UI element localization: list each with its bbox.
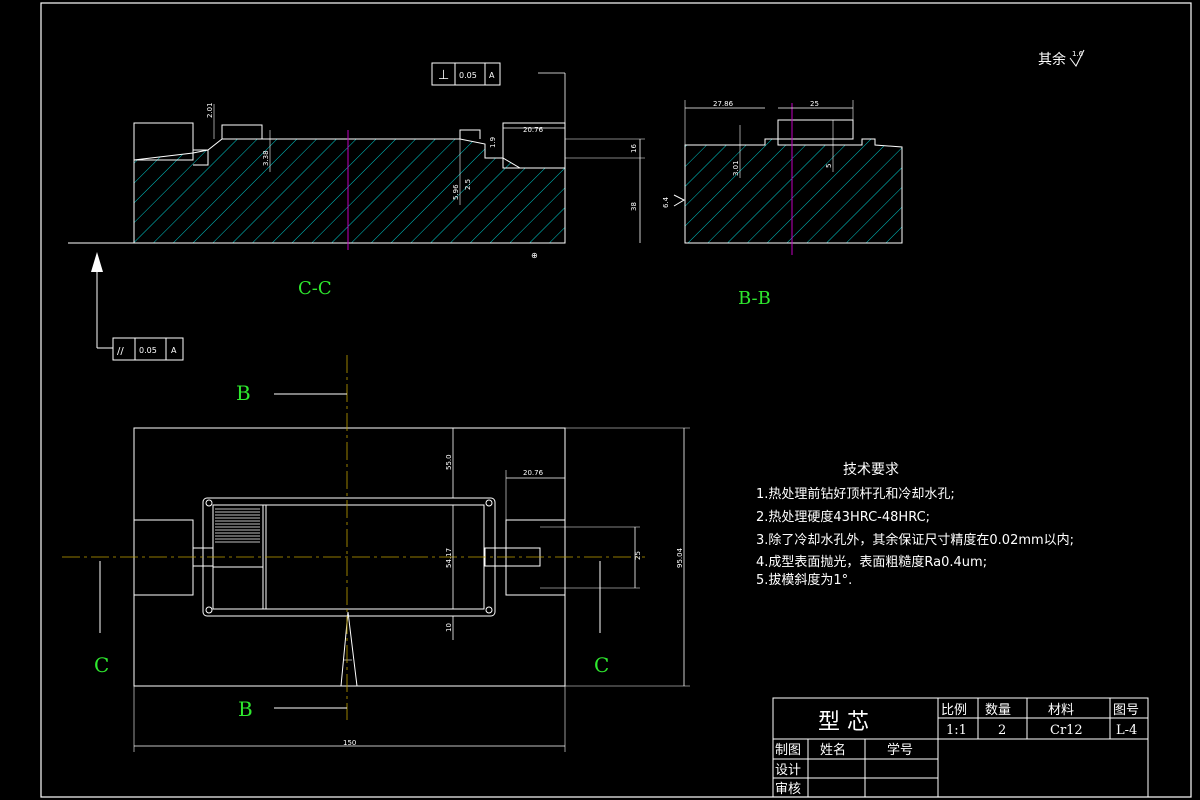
bb-side-roughness: 6.4 (662, 196, 670, 208)
cc-dim-d7: 2.5 (464, 179, 472, 190)
tb-v-scale: 1:1 (946, 723, 967, 738)
plan-dim-d7: 150 (343, 739, 356, 747)
side-roughness-icon (673, 194, 686, 207)
cc-section-body (133, 138, 566, 244)
cc-right-block (502, 122, 566, 169)
tb-h-qty: 数量 (985, 703, 1011, 718)
roughness-note-text: 其余 (1038, 51, 1066, 68)
label-c-right: C (594, 653, 609, 677)
tb-r-design: 设计 (775, 763, 801, 778)
plan-dim-d1: 55.0 (445, 454, 453, 470)
parallel-symbol: // (117, 346, 124, 357)
cc-dim-d2: 20.76 (523, 126, 544, 134)
section-bb: 27.86 25 3.01 5 6.4 (662, 100, 903, 255)
tech-title: 技术要求 (843, 462, 899, 478)
cc-datum-mark: ⊕ (531, 251, 538, 260)
perp-value: 0.05 (459, 71, 477, 80)
label-c-left: C (94, 653, 109, 677)
label-section-cc: C-C (298, 278, 332, 299)
tb-v-qty: 2 (998, 723, 1006, 738)
parallel-value: 0.05 (139, 346, 157, 355)
roughness-note: 其余 1.6 (1038, 49, 1085, 68)
cc-dim-d5: 3.38 (262, 150, 270, 166)
plan-right-block (505, 519, 566, 596)
plan-dim-d6: 95.04 (676, 547, 684, 568)
bb-boss (777, 119, 854, 140)
tb-v-drawing-no: L-4 (1116, 723, 1137, 738)
tb-part-name: 型 芯 (818, 710, 869, 735)
perp-symbol: ⊥ (438, 68, 449, 83)
gate-runner (340, 611, 358, 687)
plan-dim-d5: 10 (445, 623, 453, 632)
cc-left-block (133, 122, 194, 161)
cc-dim-d4: 38 (630, 202, 638, 211)
tb-v-material: Cr12 (1050, 723, 1083, 738)
tech-item-1: 1.热处理前钻好顶杆孔和冷却水孔; (756, 486, 955, 502)
tolerance-frame-perp: ⊥ 0.05 A (431, 62, 501, 86)
plan-dim-d4: 25 (634, 551, 642, 560)
title-block-text: 型 芯 比例 数量 材料 图号 1:1 2 Cr12 L-4 制图 姓名 学号 … (775, 703, 1139, 797)
perp-datum: A (489, 71, 495, 80)
roughness-note-value: 1.6 (1072, 50, 1084, 58)
bb-dim-d1: 27.86 (713, 100, 734, 108)
tb-r-review: 审核 (775, 782, 801, 797)
title-block (772, 697, 1149, 798)
vent-grille (215, 508, 260, 543)
plan-view: 55.0 20.76 54.17 25 10 95.04 150 (62, 355, 690, 752)
tb-r-name: 姓名 (820, 742, 846, 758)
datum-a-leader (91, 252, 113, 349)
label-b-bottom: B (238, 697, 253, 721)
cc-dim-d6: 5.96 (452, 184, 460, 200)
bb-dim-d3: 3.01 (732, 160, 740, 176)
tech-item-2: 2.热处理硬度43HRC-48HRC; (756, 509, 930, 525)
label-b-top: B (236, 381, 251, 405)
tb-h-drawing-no: 图号 (1113, 703, 1139, 718)
tech-requirements: 技术要求 1.热处理前钻好顶杆孔和冷却水孔; 2.热处理硬度43HRC-48HR… (756, 462, 1074, 588)
plan-dim-d2: 20.76 (523, 469, 544, 477)
tb-h-material: 材料 (1048, 703, 1074, 718)
parallel-datum: A (171, 346, 177, 355)
tb-r-drawn: 制图 (775, 743, 801, 758)
tb-r-student-no: 学号 (887, 742, 913, 758)
drawing-border (40, 2, 1192, 798)
cc-dim-d8: 1.9 (489, 137, 497, 148)
cc-dim-d3: 16 (630, 144, 638, 153)
bb-section-body (684, 138, 903, 244)
section-cc: 20.76 16 38 2.01 3.38 5.96 2.5 1.9 ⊕ (68, 72, 645, 260)
tech-item-3: 3.除了冷却水孔外，其余保证尺寸精度在0.02mm以内; (756, 532, 1074, 548)
tolerance-frame-parallel: // 0.05 A (112, 337, 184, 361)
bb-dim-d4: 5 (825, 164, 833, 168)
tech-item-5: 5.拔模斜度为1°. (756, 572, 852, 588)
tech-item-4: 4.成型表面抛光，表面粗糙度Ra0.4um; (756, 554, 987, 570)
roughness-symbol-icon (1069, 49, 1085, 67)
plan-left-block (133, 519, 194, 596)
datum-arrow-icon (91, 252, 103, 272)
cc-dim-d1: 2.01 (206, 102, 214, 118)
label-section-bb: B-B (738, 288, 771, 309)
bb-dim-d2: 25 (810, 100, 819, 108)
tb-h-scale: 比例 (941, 703, 967, 718)
plan-dim-d3: 54.17 (445, 548, 453, 568)
